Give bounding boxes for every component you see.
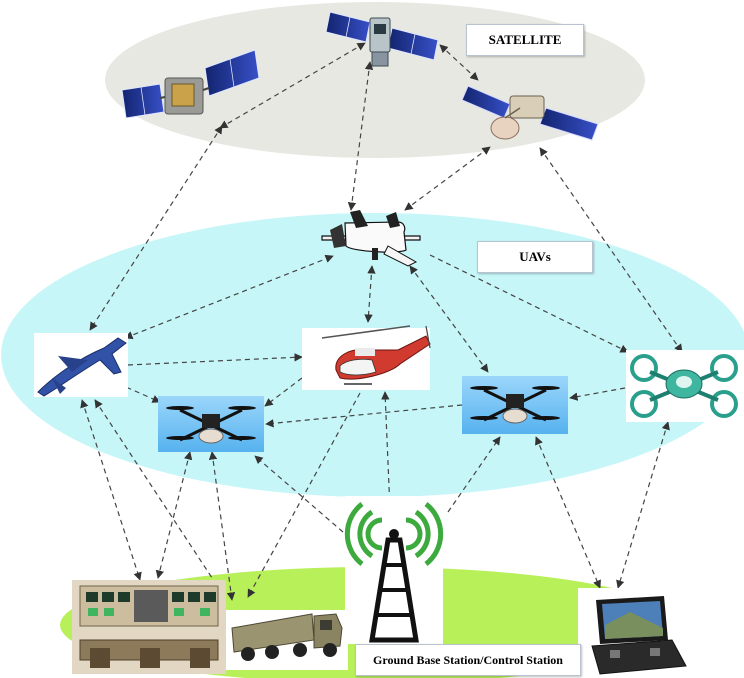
jet-icon <box>34 333 128 397</box>
quadcopter-right-icon <box>626 350 744 422</box>
ground-station-label: Ground Base Station/Control Station <box>355 644 581 676</box>
satellite-right-icon <box>461 85 599 141</box>
military-truck-icon <box>226 610 348 670</box>
predator-uav-icon <box>321 210 421 267</box>
quadcopter-left-icon <box>158 396 264 452</box>
satellite-top-icon <box>325 11 439 67</box>
satellite-label: SATELLITE <box>466 24 584 56</box>
satellite-left-icon <box>121 49 260 119</box>
quadcopter-center-icon <box>462 376 568 434</box>
uavs-label: UAVs <box>477 241 593 273</box>
laptop-controller-icon <box>578 588 687 676</box>
radio-tower-icon <box>344 496 444 644</box>
helicopter-icon <box>302 325 431 390</box>
control-room-icon <box>72 580 226 674</box>
communication-links <box>80 42 683 601</box>
